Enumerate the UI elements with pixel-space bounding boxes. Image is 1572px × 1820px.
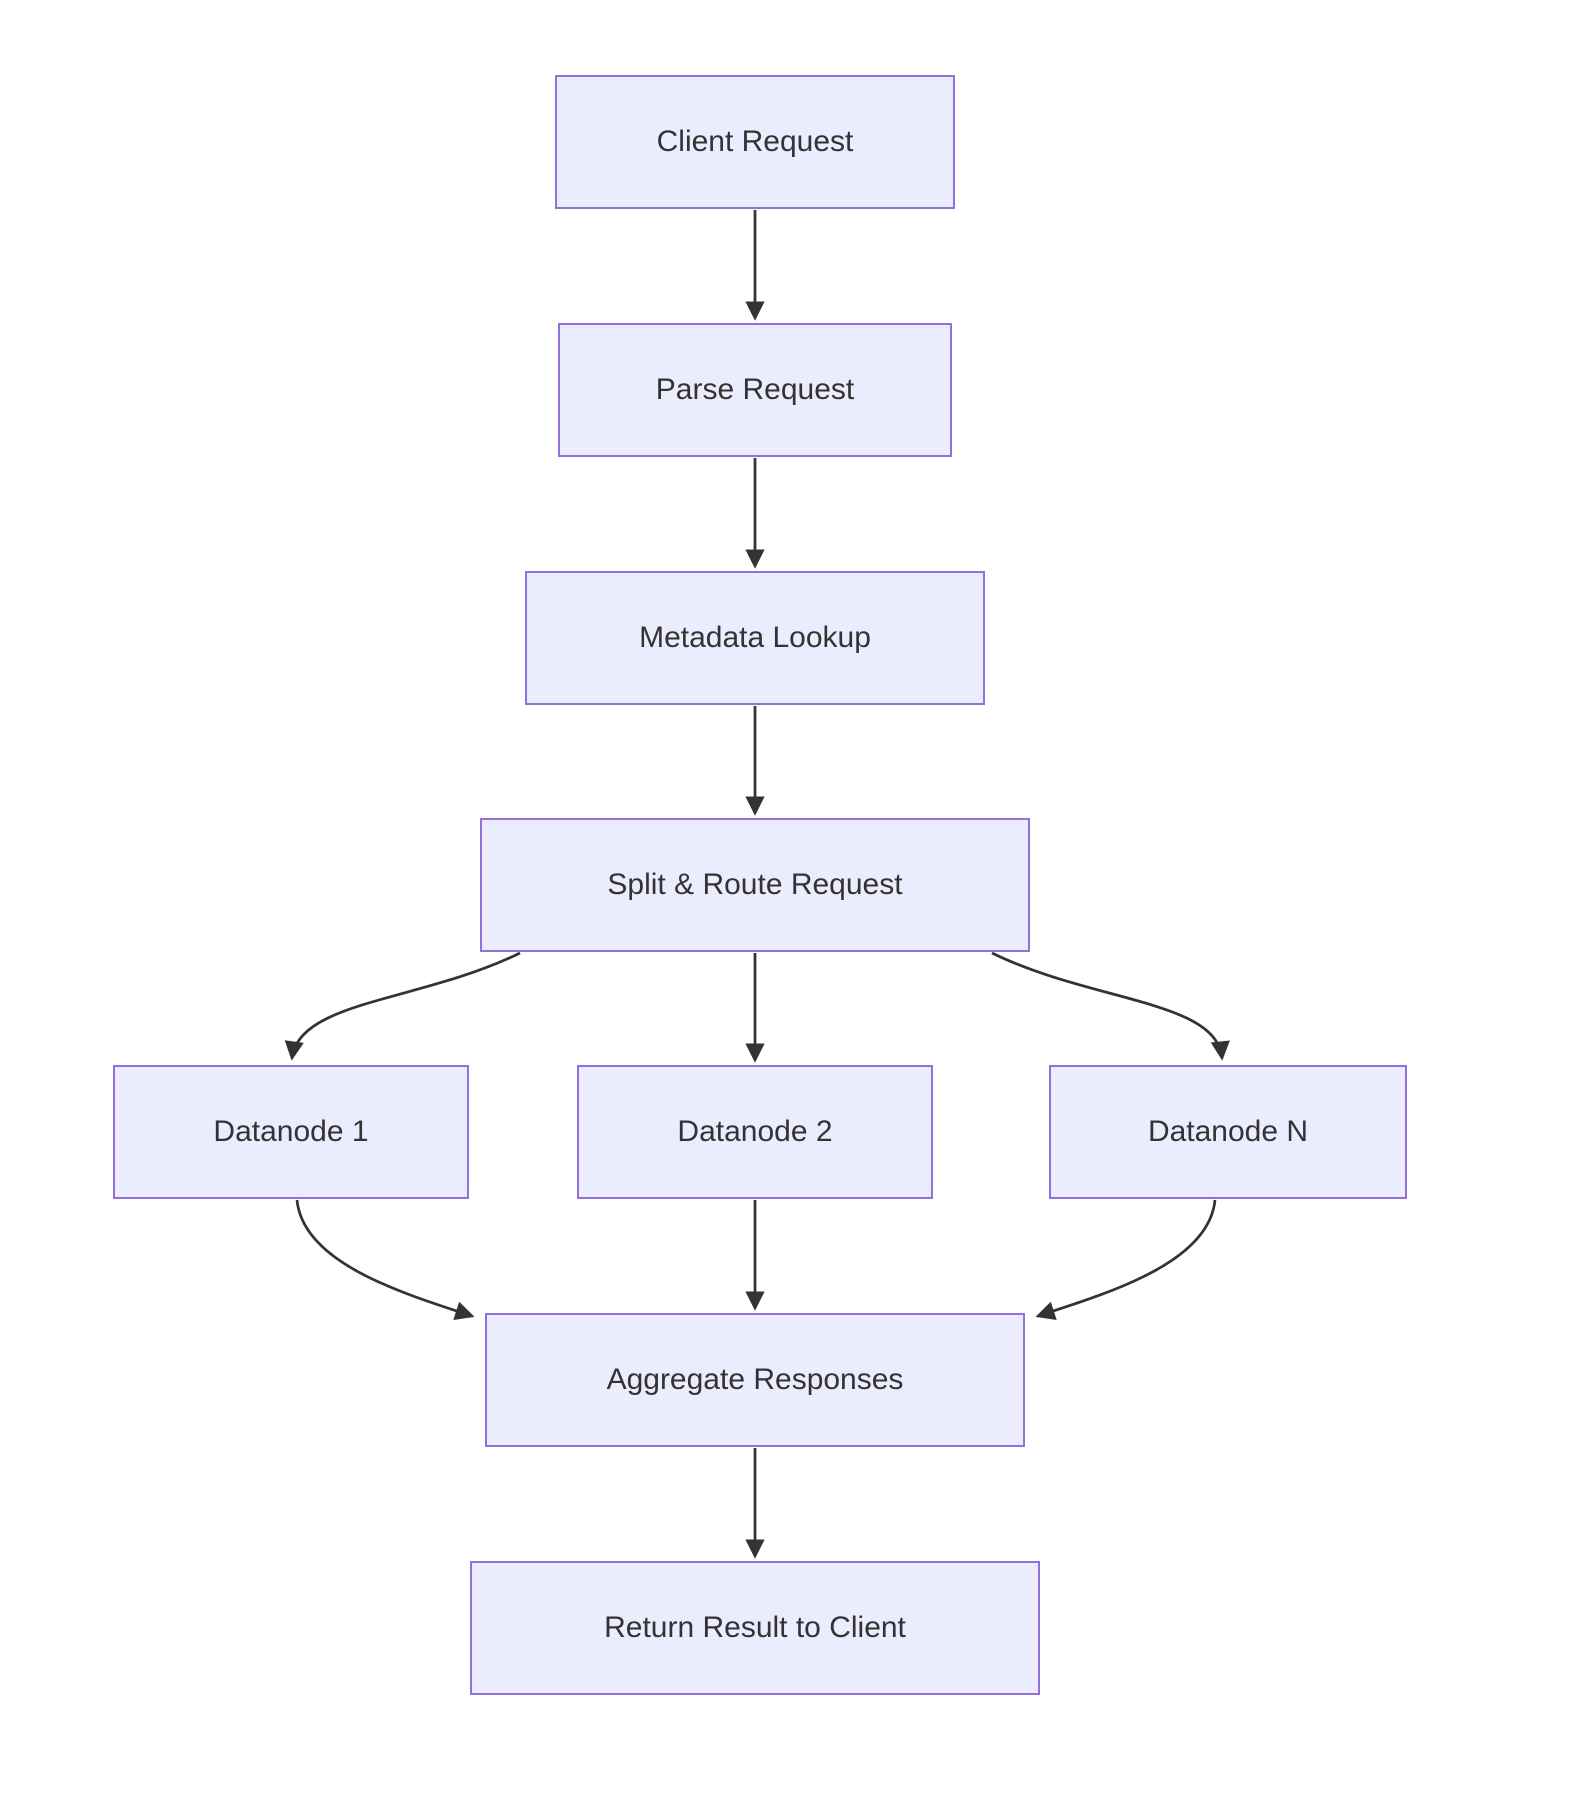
edge-split-datanode1 (284, 951, 521, 1061)
node-metadata-lookup: Metadata Lookup (525, 571, 985, 705)
node-split-route-request-label: Split & Route Request (607, 868, 903, 901)
node-split-route-request: Split & Route Request (480, 818, 1030, 952)
node-datanode-n-label: Datanode N (1147, 1115, 1309, 1148)
node-datanode-n: Datanode N (1049, 1065, 1407, 1199)
node-client-request-label: Client Request (656, 125, 854, 158)
node-return-result: Return Result to Client (470, 1561, 1040, 1695)
node-parse-request-label: Parse Request (655, 373, 855, 406)
edge-datanodeN-aggregate (1035, 1199, 1217, 1321)
node-parse-request: Parse Request (558, 323, 952, 457)
node-return-result-label: Return Result to Client (604, 1611, 906, 1644)
node-datanode-1-label: Datanode 1 (213, 1115, 369, 1148)
node-aggregate-responses: Aggregate Responses (485, 1313, 1025, 1447)
node-datanode-1: Datanode 1 (113, 1065, 469, 1199)
edge-datanode1-aggregate (295, 1199, 475, 1321)
node-metadata-lookup-label: Metadata Lookup (639, 621, 871, 654)
node-datanode-2-label: Datanode 2 (677, 1115, 833, 1148)
node-aggregate-responses-label: Aggregate Responses (606, 1363, 904, 1396)
edge-split-datanodeN (991, 951, 1230, 1061)
node-client-request: Client Request (555, 75, 955, 209)
node-datanode-2: Datanode 2 (577, 1065, 933, 1199)
